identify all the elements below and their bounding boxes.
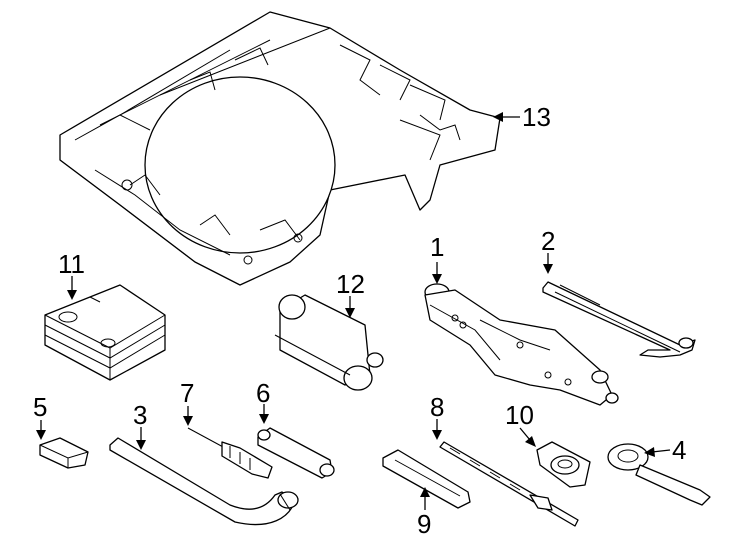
callout-8: 8 — [430, 392, 444, 422]
part-8-threaded-rod — [439, 441, 579, 527]
callout-6: 6 — [256, 378, 270, 408]
callout-13: 13 — [522, 102, 551, 132]
part-11-repair-kit — [44, 284, 166, 381]
part-6-tube — [257, 427, 335, 479]
callout-1: 1 — [430, 232, 444, 262]
callout-9: 9 — [417, 509, 431, 539]
callout-2: 2 — [541, 226, 555, 256]
callout-7: 7 — [180, 378, 194, 408]
part-1-scissor-jack — [424, 283, 619, 406]
part-5-clip — [39, 437, 89, 469]
callout-10: 10 — [505, 400, 534, 430]
callout-3: 3 — [133, 400, 147, 430]
part-10-tow-adapter — [536, 441, 591, 488]
callout-12: 12 — [336, 269, 365, 299]
part-4-tow-hook — [607, 443, 711, 506]
part-2-jack-handle — [542, 281, 696, 358]
part-7-screwdriver — [187, 427, 273, 479]
callout-4: 4 — [672, 435, 686, 465]
part-12-compressor — [274, 294, 384, 391]
callout-5: 5 — [33, 392, 47, 422]
part-9-bit-holder — [382, 449, 471, 509]
leader-lines — [36, 112, 671, 510]
part-3-bent-rod — [109, 437, 299, 526]
callout-11: 11 — [58, 249, 85, 279]
part-13-tool-tray — [59, 11, 501, 286]
